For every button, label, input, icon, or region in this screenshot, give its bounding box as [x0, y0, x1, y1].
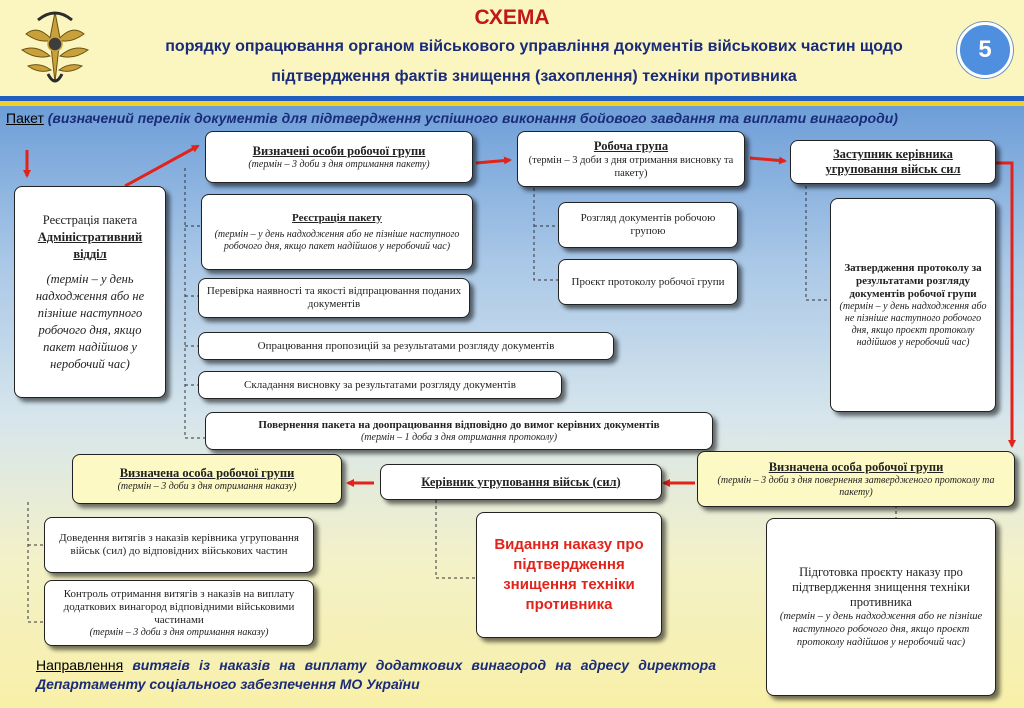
header-stripe-blue — [0, 96, 1024, 101]
commander-box: Керівник угруповання військ (сил) — [380, 464, 662, 500]
emblem-logo — [20, 11, 90, 83]
designated-persons-box: Визначені особи робочої групи (термін – … — [205, 131, 473, 183]
designated-person-left-title: Визначена особа робочої групи — [119, 465, 295, 480]
footer-text: Направлення витягів із наказів на виплат… — [36, 656, 716, 694]
return-package-title: Повернення пакета на доопрацювання відпо… — [258, 418, 660, 431]
deliver-extracts-text: Доведення витягів з наказів керівника уг… — [59, 532, 299, 557]
draft-protocol-text: Проєкт протоколу робочої групи — [571, 275, 725, 288]
package-registration-title: Реєстрація пакету — [292, 211, 382, 224]
footer-label: Направлення — [36, 657, 124, 673]
review-by-group-text: Розгляд документів робочою групою — [580, 212, 716, 237]
control-extracts-title: Контроль отримання витягів з наказів на … — [63, 587, 295, 626]
approve-protocol-title: Затвердження протоколу за результатами р… — [844, 261, 982, 300]
designated-persons-title: Визначені особи робочої групи — [252, 143, 426, 158]
issue-order-text: Видання наказу про підтвердження знищенн… — [494, 536, 644, 613]
prepare-order-title: Підготовка проєкту наказу про підтвердже… — [792, 565, 970, 609]
designated-person-left-box: Визначена особа робочої групи (термін – … — [72, 454, 342, 504]
subtitle-line-2: підтвердження фактів знищення (захопленн… — [271, 68, 797, 85]
working-group-note: (термін – 3 доби з дня отримання висновк… — [528, 154, 734, 179]
deputy-head-line1: Заступник керівника — [833, 147, 953, 161]
control-extracts-note: (термін – 3 доби з дня отримання наказу) — [89, 626, 269, 638]
approve-protocol-note: (термін – у день надходження або не пізн… — [839, 300, 987, 348]
return-package-box: Повернення пакета на доопрацювання відпо… — [205, 412, 713, 450]
header-stripe-yellow — [0, 101, 1024, 106]
prepare-order-note: (термін – у день надходження або не пізн… — [779, 611, 983, 648]
package-registration-box: Реєстрація пакету (термін – у день надхо… — [201, 194, 473, 270]
draft-conclusion-text: Складання висновку за результатами розгл… — [244, 378, 516, 391]
page-subtitle: порядку опрацювання органом військового … — [104, 32, 964, 92]
lead-description: (визначений перелік документів для підтв… — [47, 110, 898, 126]
draft-protocol-box: Проєкт протоколу робочої групи — [558, 259, 738, 305]
designated-person-right-note: (термін – 3 доби з дня повернення затвер… — [717, 474, 995, 498]
control-extracts-box: Контроль отримання витягів з наказів на … — [44, 580, 314, 646]
working-group-title: Робоча група — [593, 138, 669, 153]
return-package-note: (термін – 1 доба з дня отримання протоко… — [360, 431, 558, 443]
designated-persons-note: (термін – 3 доби з дня отримання пакету) — [248, 158, 430, 170]
working-group-box: Робоча група (термін – 3 доби з дня отри… — [517, 131, 745, 187]
check-documents-box: Перевірка наявності та якості відпрацюва… — [198, 278, 470, 318]
registration-admin-box: Реєстрація пакета Адміністративний відді… — [14, 186, 166, 398]
review-by-group-box: Розгляд документів робочою групою — [558, 202, 738, 248]
deliver-extracts-box: Доведення витягів з наказів керівника уг… — [44, 517, 314, 573]
prepare-order-box: Підготовка проєкту наказу про підтвердже… — [766, 518, 996, 696]
check-documents-text: Перевірка наявності та якості відпрацюва… — [206, 285, 462, 310]
registration-admin-line2: Адміністративний відділ — [37, 229, 143, 261]
subtitle-line-1: порядку опрацювання органом військового … — [165, 38, 903, 55]
page-number-badge: 5 — [957, 22, 1013, 78]
designated-person-right-title: Визначена особа робочої групи — [768, 459, 944, 474]
deputy-head-box: Заступник керівника угруповання військ с… — [790, 140, 996, 184]
draft-conclusion-box: Складання висновку за результатами розгл… — [198, 371, 562, 399]
registration-admin-note: (термін – у день надходження або не пізн… — [35, 271, 145, 371]
approve-protocol-box: Затвердження протоколу за результатами р… — [830, 198, 996, 412]
designated-person-left-note: (термін – 3 доби з дня отримання наказу) — [117, 480, 297, 492]
process-proposals-box: Опрацювання пропозицій за результатами р… — [198, 332, 614, 360]
header-band — [0, 0, 1024, 96]
lead-label: Пакет — [6, 110, 44, 126]
registration-admin-line1: Реєстрація пакета — [42, 212, 138, 227]
process-proposals-text: Опрацювання пропозицій за результатами р… — [257, 339, 555, 352]
lead-text: Пакет (визначений перелік документів для… — [6, 110, 1016, 127]
designated-person-right-box: Визначена особа робочої групи (термін – … — [697, 451, 1015, 507]
deputy-head-line2: угруповання військ сил — [825, 162, 961, 176]
package-registration-note: (термін – у день надходження або не пізн… — [214, 228, 460, 252]
footer-description: витягів із наказів на виплату додаткових… — [36, 657, 716, 692]
page-title: СХЕМА — [474, 6, 550, 29]
commander-title: Керівник угруповання військ (сил) — [421, 474, 621, 489]
issue-order-box: Видання наказу про підтвердження знищенн… — [476, 512, 662, 638]
